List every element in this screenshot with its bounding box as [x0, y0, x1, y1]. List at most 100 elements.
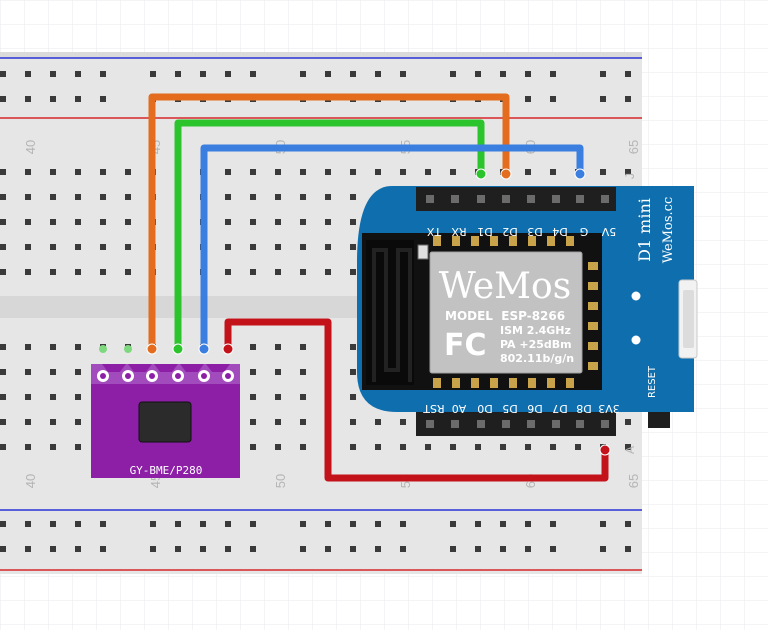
breadboard-hole[interactable]: [250, 394, 256, 400]
rail-hole[interactable]: [50, 71, 56, 77]
rail-hole[interactable]: [350, 546, 356, 552]
breadboard-hole[interactable]: [525, 169, 531, 175]
rail-hole[interactable]: [150, 71, 156, 77]
breadboard-hole[interactable]: [125, 169, 131, 175]
breadboard-hole[interactable]: [300, 169, 306, 175]
breadboard-hole[interactable]: [275, 419, 281, 425]
breadboard-hole[interactable]: [25, 269, 31, 275]
breadboard-hole[interactable]: [250, 444, 256, 450]
rail-hole[interactable]: [75, 71, 81, 77]
breadboard-hole[interactable]: [275, 169, 281, 175]
breadboard-hole[interactable]: [25, 194, 31, 200]
breadboard-hole[interactable]: [350, 269, 356, 275]
breadboard-hole[interactable]: [625, 169, 631, 175]
breadboard-hole[interactable]: [350, 419, 356, 425]
breadboard-hole[interactable]: [100, 269, 106, 275]
rail-hole[interactable]: [550, 521, 556, 527]
wire-end[interactable]: [146, 343, 158, 355]
breadboard-hole[interactable]: [0, 269, 6, 275]
rail-hole[interactable]: [0, 71, 6, 77]
breadboard-hole[interactable]: [75, 219, 81, 225]
rail-hole[interactable]: [150, 521, 156, 527]
breadboard-hole[interactable]: [50, 369, 56, 375]
rail-hole[interactable]: [375, 546, 381, 552]
breadboard-hole[interactable]: [125, 244, 131, 250]
rail-hole[interactable]: [200, 71, 206, 77]
rail-hole[interactable]: [625, 546, 631, 552]
rail-hole[interactable]: [625, 96, 631, 102]
rail-hole[interactable]: [25, 96, 31, 102]
breadboard-hole[interactable]: [375, 169, 381, 175]
breadboard-hole[interactable]: [75, 169, 81, 175]
breadboard-hole[interactable]: [350, 369, 356, 375]
rail-hole[interactable]: [400, 71, 406, 77]
rail-hole[interactable]: [100, 546, 106, 552]
wire-end[interactable]: [599, 444, 611, 456]
rail-hole[interactable]: [525, 96, 531, 102]
breadboard-hole[interactable]: [125, 269, 131, 275]
rail-hole[interactable]: [600, 71, 606, 77]
breadboard-hole[interactable]: [350, 344, 356, 350]
breadboard-hole[interactable]: [250, 419, 256, 425]
breadboard-hole[interactable]: [250, 169, 256, 175]
breadboard-hole[interactable]: [75, 394, 81, 400]
breadboard-hole[interactable]: [300, 369, 306, 375]
wire-orange[interactable]: [148, 93, 510, 353]
breadboard-hole[interactable]: [300, 394, 306, 400]
rail-hole[interactable]: [300, 546, 306, 552]
breadboard-hole[interactable]: [250, 244, 256, 250]
rail-hole[interactable]: [350, 521, 356, 527]
rail-hole[interactable]: [300, 521, 306, 527]
breadboard-hole[interactable]: [450, 169, 456, 175]
breadboard-hole[interactable]: [0, 394, 6, 400]
breadboard-hole[interactable]: [275, 244, 281, 250]
rail-hole[interactable]: [525, 546, 531, 552]
breadboard-hole[interactable]: [325, 169, 331, 175]
breadboard-hole[interactable]: [300, 244, 306, 250]
wire-end[interactable]: [475, 168, 487, 180]
breadboard-hole[interactable]: [0, 169, 6, 175]
breadboard-hole[interactable]: [225, 244, 231, 250]
rail-hole[interactable]: [175, 71, 181, 77]
breadboard-hole[interactable]: [225, 219, 231, 225]
breadboard-hole[interactable]: [75, 419, 81, 425]
wire-end[interactable]: [574, 168, 586, 180]
rail-hole[interactable]: [200, 546, 206, 552]
breadboard-hole[interactable]: [0, 444, 6, 450]
rail-hole[interactable]: [0, 96, 6, 102]
breadboard-hole[interactable]: [0, 244, 6, 250]
wemos-d1-mini-board[interactable]: WeMos MODEL ESP-8266 FC ISM 2.4GHz PA +2…: [357, 186, 698, 436]
breadboard-hole[interactable]: [450, 444, 456, 450]
reset-button[interactable]: [648, 412, 670, 428]
breadboard-hole[interactable]: [100, 194, 106, 200]
breadboard-hole[interactable]: [25, 419, 31, 425]
rail-hole[interactable]: [375, 521, 381, 527]
breadboard-hole[interactable]: [275, 344, 281, 350]
breadboard-hole[interactable]: [0, 419, 6, 425]
breadboard-hole[interactable]: [525, 444, 531, 450]
breadboard-hole[interactable]: [25, 344, 31, 350]
breadboard-hole[interactable]: [425, 169, 431, 175]
breadboard-hole[interactable]: [50, 344, 56, 350]
breadboard-hole[interactable]: [250, 369, 256, 375]
rail-hole[interactable]: [50, 521, 56, 527]
rail-hole[interactable]: [450, 546, 456, 552]
breadboard-hole[interactable]: [350, 244, 356, 250]
breadboard-hole[interactable]: [300, 344, 306, 350]
breadboard-hole[interactable]: [75, 244, 81, 250]
breadboard-hole[interactable]: [350, 444, 356, 450]
breadboard-hole[interactable]: [275, 394, 281, 400]
breadboard-hole[interactable]: [475, 444, 481, 450]
rail-hole[interactable]: [175, 546, 181, 552]
rail-hole[interactable]: [75, 96, 81, 102]
breadboard-hole[interactable]: [625, 444, 631, 450]
rail-hole[interactable]: [150, 546, 156, 552]
breadboard-hole[interactable]: [400, 444, 406, 450]
breadboard-hole[interactable]: [125, 219, 131, 225]
rail-hole[interactable]: [550, 96, 556, 102]
rail-hole[interactable]: [450, 71, 456, 77]
rail-hole[interactable]: [625, 71, 631, 77]
rail-hole[interactable]: [400, 546, 406, 552]
rail-hole[interactable]: [100, 96, 106, 102]
breadboard-hole[interactable]: [300, 269, 306, 275]
